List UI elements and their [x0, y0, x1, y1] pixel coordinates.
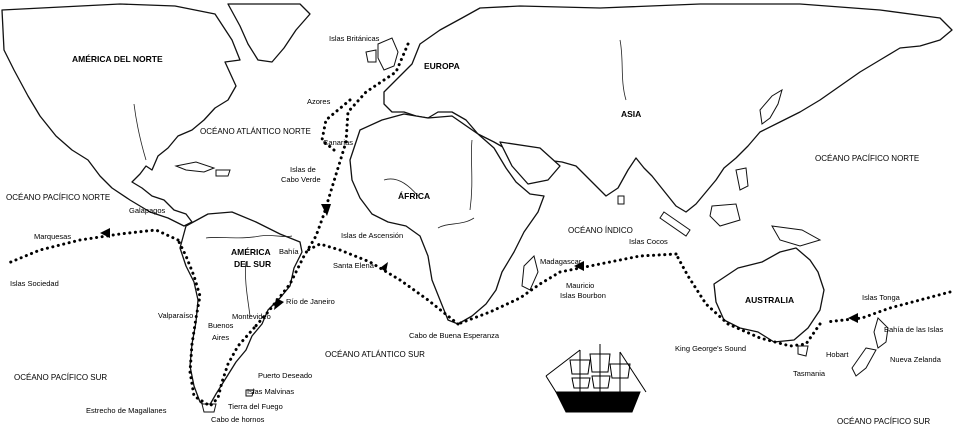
label-tierra-fuego: Tierra del Fuego — [228, 402, 283, 411]
label-canarias: Canarias — [323, 138, 354, 147]
label-azores: Azores — [307, 97, 331, 106]
arabia-landmass — [499, 141, 561, 185]
label-tasmania: Tasmania — [793, 369, 826, 378]
route-arrow-west — [100, 228, 110, 238]
label-pacific-north-east: OCÉANO PACÍFICO NORTE — [815, 154, 920, 163]
label-pacific-south-west: OCÉANO PACÍFICO SUR — [14, 373, 108, 382]
label-islas-sociedad: Islas Sociedad — [10, 279, 59, 288]
ireland — [365, 49, 377, 63]
label-asia: ASIA — [621, 109, 642, 119]
hispaniola — [215, 169, 231, 177]
label-islas-tonga: Islas Tonga — [862, 293, 900, 302]
new-guinea — [771, 225, 822, 247]
label-cabo-hornos: Cabo de hornos — [211, 415, 265, 424]
niger-river — [383, 178, 419, 197]
new-zealand-south-island — [851, 347, 877, 377]
label-king-georges-sound: King George's Sound — [675, 344, 747, 353]
voyage-route-australia — [674, 252, 822, 348]
amazon-river — [205, 235, 293, 239]
label-atlantic-south: OCÉANO ATLÁNTICO SUR — [325, 350, 425, 359]
sailing-ship-icon — [545, 344, 647, 413]
great-britain — [377, 37, 399, 71]
japan — [759, 88, 783, 125]
malvinas-island — [245, 389, 255, 397]
voyage-route-atlantic — [252, 42, 410, 330]
australia-landmass — [713, 247, 825, 343]
mississippi-river — [133, 103, 147, 161]
north-america-landmass — [1, 3, 241, 227]
voyage-route-pacific — [4, 228, 180, 266]
cuba — [174, 161, 216, 173]
label-north-america: AMÉRICA DEL NORTE — [72, 54, 163, 64]
label-aires: Aires — [212, 333, 230, 342]
label-valparaiso: Valparaíso — [158, 311, 194, 320]
voyage-route-azores — [320, 98, 352, 152]
label-cabo-verde: Cabo Verde — [281, 175, 321, 184]
siberian-river — [619, 39, 627, 101]
label-bahia-de-las-islas: Bahía de las Islas — [884, 325, 944, 334]
nile-river — [469, 139, 473, 211]
label-galapagos: Galápagos — [129, 206, 166, 215]
label-australia: AUSTRALIA — [745, 295, 795, 305]
label-buenos: Buenos — [208, 321, 234, 330]
philippines — [735, 167, 749, 191]
greenland — [227, 3, 311, 63]
label-africa: ÁFRICA — [398, 191, 431, 201]
label-nueva-zelanda: Nueva Zelanda — [890, 355, 941, 364]
voyage-route-pacific-east — [824, 290, 952, 324]
label-marquesas: Marquesas — [34, 232, 72, 241]
label-hobart: Hobart — [826, 350, 849, 359]
label-south-america-1: AMÉRICA — [231, 247, 271, 257]
voyage-route-patagonia — [176, 238, 256, 408]
label-cabo-buena-esperanza: Cabo de Buena Esperanza — [409, 331, 500, 340]
tasmania-island — [797, 345, 809, 357]
label-mauricio: Mauricio — [566, 281, 595, 290]
label-puerto-deseado: Puerto Deseado — [258, 371, 313, 380]
label-south-america-2: DEL SUR — [234, 259, 272, 269]
label-europe: EUROPA — [424, 61, 460, 71]
label-indian-ocean: OCÉANO ÍNDICO — [568, 226, 633, 235]
voyage-route-indian — [456, 252, 678, 326]
label-islas-de: Islas de — [290, 165, 316, 174]
sumatra — [659, 211, 691, 237]
sri-lanka — [617, 195, 625, 205]
label-pacific-south-east: OCÉANO PACÍFICO SUR — [837, 417, 931, 426]
label-islas-malvinas: Islas Malvinas — [247, 387, 295, 396]
route-arrow-atlantic — [380, 262, 388, 272]
route-arrow-pacific-east — [848, 313, 858, 323]
new-zealand-north-island — [873, 317, 889, 349]
label-santa-elena: Santa Elena — [333, 261, 374, 270]
route-arrow-south-2 — [274, 298, 284, 310]
route-arrow-indian — [574, 261, 584, 271]
label-atlantic-north: OCÉANO ATLÁNTICO NORTE — [200, 127, 311, 136]
label-estrecho-magallanes: Estrecho de Magallanes — [86, 406, 167, 415]
label-islas-cocos: Islas Cocos — [629, 237, 668, 246]
label-pacific-north-west: OCÉANO PACÍFICO NORTE — [6, 193, 111, 202]
route-arrow-south-1 — [321, 204, 331, 216]
parana-river — [245, 261, 251, 317]
label-montevideo: Montevideo — [232, 312, 271, 321]
africa-landmass — [349, 113, 545, 325]
label-islas-britanicas: Islas Británicas — [329, 34, 380, 43]
borneo — [709, 203, 741, 227]
label-bahia: Bahía — [279, 247, 299, 256]
label-rio-janeiro: Río de Janeiro — [286, 297, 335, 306]
congo-river — [437, 217, 475, 229]
label-islas-bourbon: Islas Bourbon — [560, 291, 606, 300]
voyage-route-south-atlantic — [302, 242, 460, 326]
label-islas-ascension: Islas de Ascensión — [341, 231, 404, 240]
label-madagascar: Madagascar — [540, 257, 582, 266]
madagascar-island — [521, 255, 539, 291]
tierra-del-fuego-island — [201, 403, 217, 413]
